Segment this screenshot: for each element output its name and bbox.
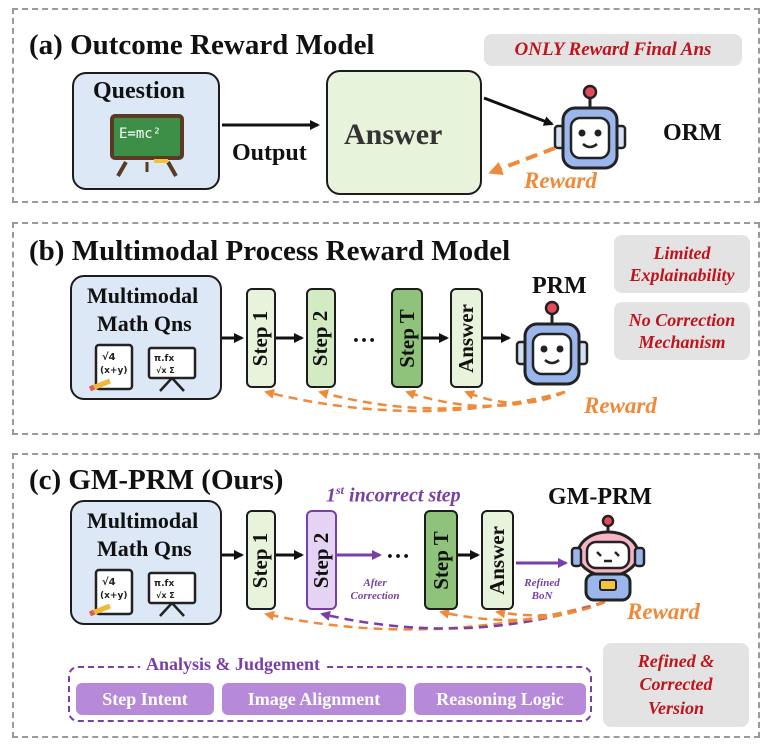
answer-label: Answer: [344, 118, 443, 151]
b-step-2-label: Step 2: [308, 310, 333, 366]
gm-prm-label: GM-PRM: [548, 484, 652, 510]
b-step-1-label: Step 1: [248, 310, 273, 366]
c-step-2-label: Step 2: [309, 532, 333, 588]
panel-b-title: (b) Multimodal Process Reward Model: [29, 235, 511, 267]
c-step-t-label: Step T: [428, 530, 453, 590]
chip-step-intent: Step Intent: [76, 683, 214, 715]
panel-c-note-text: Refined & Corrected Version: [637, 650, 715, 718]
robot-girl-icon: [570, 514, 646, 602]
answer-box: [326, 70, 482, 195]
after-line2: Correction: [350, 589, 400, 602]
math-paper-icon: √4 (x+y): [88, 343, 134, 392]
panel-a-note: ONLY Reward Final Ans: [484, 34, 742, 66]
panel-multimodal-prm: [12, 222, 760, 435]
chalkboard-icon: [110, 114, 184, 177]
c-answer: Answer: [481, 510, 514, 610]
refined-line1: Refined: [524, 577, 560, 589]
board-formula: E=mc²: [119, 126, 162, 142]
b-input-line2: Math Qns: [97, 311, 192, 336]
question-label: Question: [93, 78, 186, 104]
formula-board-icon: π.fx √x Σ: [147, 346, 197, 392]
output-label: Output: [232, 140, 307, 166]
panel-c-title: (c) GM-PRM (Ours): [29, 464, 284, 496]
panel-b-note1-text: Limited Explainability: [629, 242, 735, 286]
b-step-t: Step T: [391, 288, 423, 388]
panel-b-note2-text: No Correction Mechanism: [628, 309, 736, 353]
c-ellipsis: …: [386, 538, 410, 564]
gm-prm-reward-label: Reward: [627, 599, 700, 624]
analysis-judgement-frame: [68, 666, 592, 722]
b-answer: Answer: [450, 288, 483, 388]
b-input-line1: Multimodal: [87, 283, 199, 308]
panel-a-title: (a) Outcome Reward Model: [29, 29, 375, 61]
b-answer-label: Answer: [454, 303, 479, 373]
robot-icon: [553, 84, 627, 170]
reward-b-curve-2: [318, 389, 566, 410]
analysis-judgement-title: Analysis & Judgement: [140, 654, 327, 675]
c-step-1: Step 1: [246, 510, 276, 610]
incorrect-text: incorrect step: [344, 484, 461, 507]
orm-label: ORM: [663, 120, 722, 146]
refined-line2: BoN: [531, 589, 553, 602]
first-incorrect-step-label: 1st incorrect step: [326, 483, 461, 508]
panel-gm-prm: [12, 453, 760, 738]
reward-c-curve-4: [495, 600, 606, 619]
svg-text:(x+y): (x+y): [100, 591, 127, 601]
svg-text:√4: √4: [102, 351, 116, 363]
robot-icon-prm: [515, 300, 589, 386]
prm-reward-label: Reward: [584, 393, 657, 418]
b-step-t-label: Step T: [394, 308, 419, 368]
c-step-1-label: Step 1: [248, 532, 273, 588]
svg-text:π.fx: π.fx: [154, 354, 174, 364]
svg-text:π.fx: π.fx: [154, 579, 174, 589]
panel-outcome-reward-model: [12, 8, 760, 203]
b-step-2: Step 2: [306, 288, 336, 388]
panel-c-note: Refined & Corrected Version: [603, 643, 749, 727]
b-ellipsis: …: [352, 322, 376, 348]
panel-b-note-correction: No Correction Mechanism: [614, 302, 750, 360]
incorrect-sup: st: [336, 483, 345, 497]
svg-text:√x Σ: √x Σ: [156, 366, 175, 375]
after-correction-note: After Correction: [340, 577, 410, 602]
c-input-line2: Math Qns: [97, 536, 192, 561]
refined-bon-note: Refined BoN: [514, 577, 570, 602]
formula-board-icon-c: π.fx √x Σ: [147, 571, 197, 617]
incorrect-number: 1: [326, 484, 336, 507]
c-step-t: Step T: [424, 510, 458, 610]
c-input-line1: Multimodal: [87, 508, 199, 533]
chip-image-alignment: Image Alignment: [222, 683, 406, 715]
math-paper-icon-c: √4 (x+y): [88, 568, 134, 617]
panel-b-note-explainability: Limited Explainability: [614, 235, 750, 293]
prm-label: PRM: [532, 273, 587, 299]
c-answer-label: Answer: [485, 525, 510, 595]
svg-text:√4: √4: [102, 576, 116, 588]
svg-text:√x Σ: √x Σ: [156, 591, 175, 600]
reward-b-curve-4: [464, 390, 566, 405]
orm-reward-label: Reward: [524, 168, 597, 193]
b-step-1: Step 1: [246, 288, 276, 388]
after-line1: After: [363, 577, 387, 589]
arrow-answer-to-orm: [483, 96, 554, 126]
c-step-2: Step 2: [306, 510, 337, 610]
svg-text:(x+y): (x+y): [100, 366, 127, 376]
arrow-orm-reward: [488, 146, 556, 175]
chip-reasoning-logic: Reasoning Logic: [414, 683, 586, 715]
